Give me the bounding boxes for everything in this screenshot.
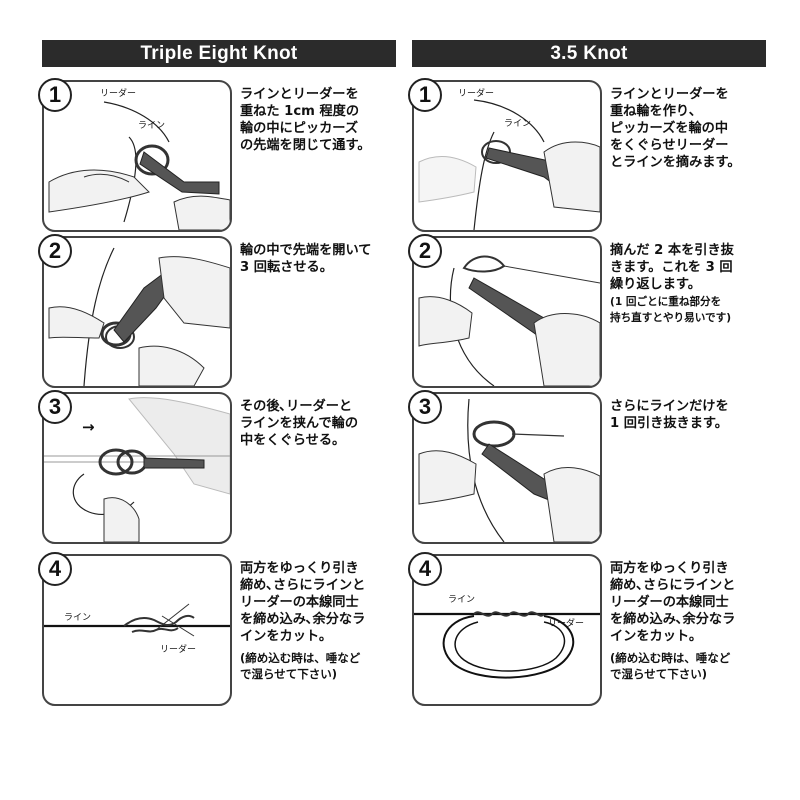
left-step-3-number: 3 bbox=[38, 390, 72, 424]
left-step-4-illustration bbox=[42, 554, 232, 706]
right-step-4-number: 4 bbox=[408, 552, 442, 586]
right-step-2-note: (1 回ごとに重ね部分を 持ち直すとやり易いです) bbox=[610, 296, 732, 324]
line-label: ライン bbox=[504, 119, 532, 129]
left-step-3-illustration bbox=[42, 392, 232, 544]
right-step-4: 4 ライン リーダー 両方をゆっくり引き 締め､さらにラインと リーダーの本線同… bbox=[408, 552, 766, 706]
left-step-4-note: (締め込む時は、唾など で湿らせて下さい) bbox=[240, 651, 361, 681]
left-step-2-illustration bbox=[42, 236, 232, 388]
left-step-2-text: 輪の中で先端を開いて 3 回転させる。 bbox=[240, 243, 372, 275]
line-label: ライン bbox=[138, 121, 166, 131]
right-step-2-number: 2 bbox=[408, 234, 442, 268]
right-step-3-illustration bbox=[412, 392, 602, 544]
left-step-2: 2 輪の中で先端を開いて 3 回転させる。 bbox=[38, 234, 396, 388]
left-step-1-number: 1 bbox=[38, 78, 72, 112]
3-5-knot-header: 3.5 Knot bbox=[412, 40, 766, 67]
leader-label: リーダー bbox=[548, 619, 585, 629]
leader-label: リーダー bbox=[160, 645, 197, 655]
right-step-1-illustration bbox=[412, 80, 602, 232]
triple-eight-knot-header: Triple Eight Knot bbox=[42, 40, 396, 67]
leader-label: リーダー bbox=[100, 89, 137, 99]
leader-label: リーダー bbox=[458, 89, 495, 99]
right-step-3-number: 3 bbox=[408, 390, 442, 424]
triple-eight-knot-column: Triple Eight Knot 1 リーダー ライン ラインとリーダーを 重… bbox=[38, 40, 396, 706]
right-step-4-text: 両方をゆっくり引き 締め､さらにラインと リーダーの本線同士 を締め込み､余分な… bbox=[610, 561, 736, 644]
3-5-knot-column: 3.5 Knot 1 リーダー ライン ラインとリーダーを 重ね輪を作り､ ピッ… bbox=[408, 40, 766, 706]
right-step-1-text: ラインとリーダーを 重ね輪を作り､ ピッカーズを輪の中 をくぐらせリーダー とラ… bbox=[610, 87, 741, 170]
left-step-3-text: その後､リーダーと ラインを挟んで輪の 中をくぐらせる。 bbox=[240, 399, 359, 448]
right-step-4-note: (締め込む時は、唾など で湿らせて下さい) bbox=[610, 651, 731, 681]
right-step-3: 3 さらにラインだけを 1 回引き抜きます。 bbox=[408, 390, 766, 544]
left-step-1: 1 リーダー ライン ラインとリーダーを 重ねた 1cm 程度の 輪の中にピッカ… bbox=[38, 78, 396, 232]
right-step-2-illustration bbox=[412, 236, 602, 388]
left-step-4: 4 ライン リーダー 両方をゆっくり引き 締め､さらにラインと リーダーの本線同… bbox=[38, 552, 396, 706]
line-label: ライン bbox=[64, 613, 92, 623]
right-step-1-number: 1 bbox=[408, 78, 442, 112]
right-step-2: 2 摘んだ 2 本を引き抜 きます。これを 3 回 繰り返します。 (1 回ごと… bbox=[408, 234, 766, 388]
left-step-4-number: 4 bbox=[38, 552, 72, 586]
left-step-1-illustration bbox=[42, 80, 232, 232]
right-step-4-illustration bbox=[412, 554, 602, 706]
right-step-1: 1 リーダー ライン ラインとリーダーを 重ね輪を作り､ ピッカーズを輪の中 を… bbox=[408, 78, 766, 232]
left-step-1-text: ラインとリーダーを 重ねた 1cm 程度の 輪の中にピッカーズ の先端を閉じて通… bbox=[240, 87, 371, 153]
right-step-2-text: 摘んだ 2 本を引き抜 きます。これを 3 回 繰り返します。 bbox=[610, 243, 734, 292]
right-step-3-text: さらにラインだけを 1 回引き抜きます。 bbox=[610, 399, 729, 431]
line-label: ライン bbox=[448, 595, 476, 605]
arrow-right-icon: → bbox=[82, 418, 95, 436]
left-step-2-number: 2 bbox=[38, 234, 72, 268]
left-step-4-text: 両方をゆっくり引き 締め､さらにラインと リーダーの本線同士 を締め込み､余分な… bbox=[240, 561, 366, 644]
left-step-3: 3 → その後､リーダーと ラインを挟んで輪の 中をくぐらせる。 bbox=[38, 390, 396, 544]
